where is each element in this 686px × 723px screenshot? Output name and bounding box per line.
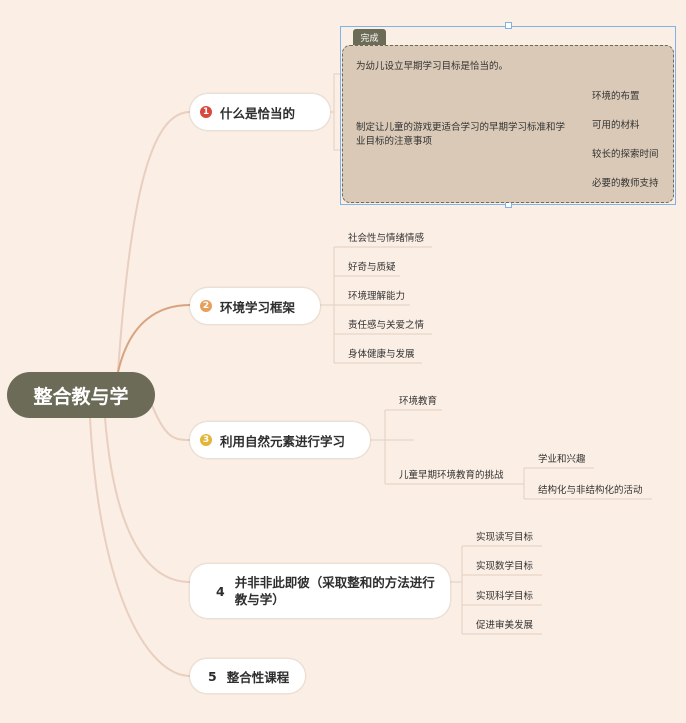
number-badge-1: 1 [200,106,212,118]
branch-1[interactable]: 1 什么是恰当的 [190,94,330,130]
leaf-b2-responsibility[interactable]: 责任感与关爱之情 [348,320,425,331]
boundary-tag[interactable]: 完成 [353,29,386,45]
leaf-b1-considerations[interactable]: 制定让儿童的游戏更适合学习的早期学习标准和学业目标的注意事项 [356,122,566,147]
leaf-b2-curiosity[interactable]: 好奇与质疑 [348,262,396,273]
leaf-b2-health[interactable]: 身体健康与发展 [348,349,415,360]
boundary-frame[interactable] [342,45,674,203]
link-root-b4 [104,417,191,583]
leaf-b3-structured[interactable]: 结构化与非结构化的活动 [538,485,643,496]
root-topic[interactable]: 整合教与学 [7,372,155,418]
branch-2[interactable]: 2 环境学习框架 [190,288,320,324]
branch-2-label: 环境学习框架 [220,299,296,315]
number-badge-3: 3 [200,434,212,446]
leaf-b3-challenges[interactable]: 儿童早期环境教育的挑战 [399,470,504,481]
branch-5-label: 整合性课程 [226,669,290,685]
branch-4[interactable]: 4 并非非此即彼（采取整和的方法进行教与学） [190,564,450,618]
leaf-b1-teacher-support[interactable]: 必要的教师支持 [592,178,659,189]
leaf-b1-goal[interactable]: 为幼儿设立早期学习目标是恰当的。 [356,61,509,72]
branch-4-label: 并非非此即彼（采取整和的方法进行教与学） [234,575,435,607]
branch-3[interactable]: 3 利用自然元素进行学习 [190,422,370,458]
branch-3-label: 利用自然元素进行学习 [220,433,346,449]
leaf-b3-academics[interactable]: 学业和兴趣 [538,454,586,465]
leaf-b4-science[interactable]: 实现科学目标 [476,591,534,602]
branch-5-number: 5 [208,668,217,684]
branch-4-number: 4 [216,583,225,599]
number-badge-2: 2 [200,300,212,312]
branch-1-label: 什么是恰当的 [220,105,296,121]
leaf-b3-env-education[interactable]: 环境教育 [399,396,438,407]
leaf-b2-social[interactable]: 社会性与情绪情感 [348,233,425,244]
link-root-b5 [89,417,191,677]
leaf-b4-literacy[interactable]: 实现读写目标 [476,532,534,543]
selection-handle-top[interactable] [505,22,512,29]
link-root-b1 [117,111,191,373]
leaf-b2-env-understanding[interactable]: 环境理解能力 [348,291,406,302]
leaf-b1-materials[interactable]: 可用的材料 [592,120,640,131]
leaf-b4-math[interactable]: 实现数学目标 [476,561,534,572]
leaf-b1-explore-time[interactable]: 较长的探索时间 [592,149,659,160]
link-root-b3 [149,399,191,441]
branch-5[interactable]: 5 整合性课程 [190,659,305,693]
leaf-b4-aesthetic[interactable]: 促进审美发展 [476,620,534,631]
leaf-b1-environment[interactable]: 环境的布置 [592,91,640,102]
link-root-b2 [117,304,191,373]
